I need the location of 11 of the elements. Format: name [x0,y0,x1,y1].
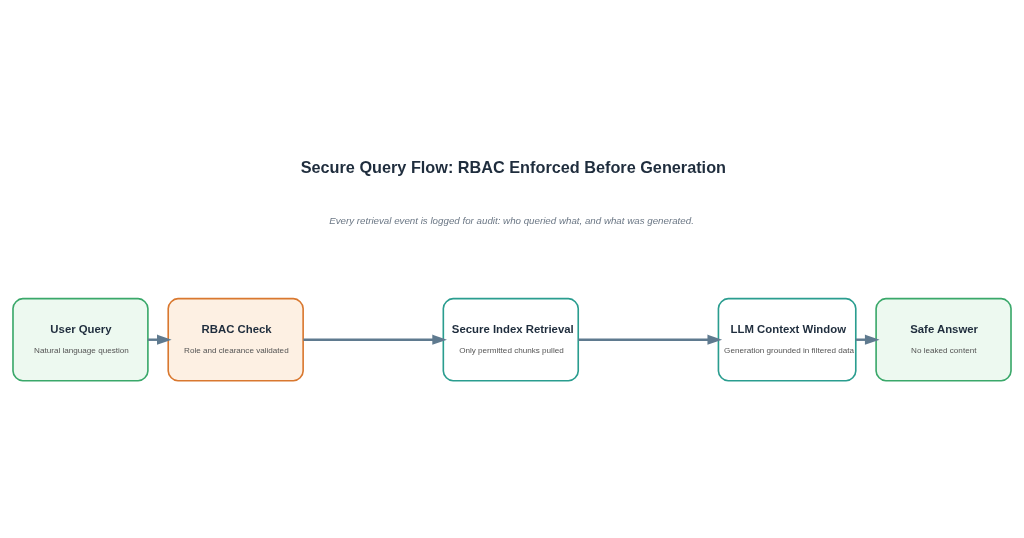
label: Every retrieval event is logged for audit: who queried what, and what was generated. [329,215,694,227]
arrow [578,334,723,345]
node-box: RBAC Check Role and clearance validated [167,297,304,382]
arrow [303,334,447,345]
arrow [147,334,172,345]
diagram-title: Secure Query Flow: RBAC Enforced Before Generation [300,157,726,176]
node-box: LLM Context Window Generation grounded in filtered data [717,297,857,382]
arrow [855,334,880,345]
node-box: Secure Index Retrieval Only permitted chunks pulled [442,297,580,382]
node-box: Safe Answer No leaked content [875,297,1012,382]
node-box: User Query Natural language question [12,297,149,382]
